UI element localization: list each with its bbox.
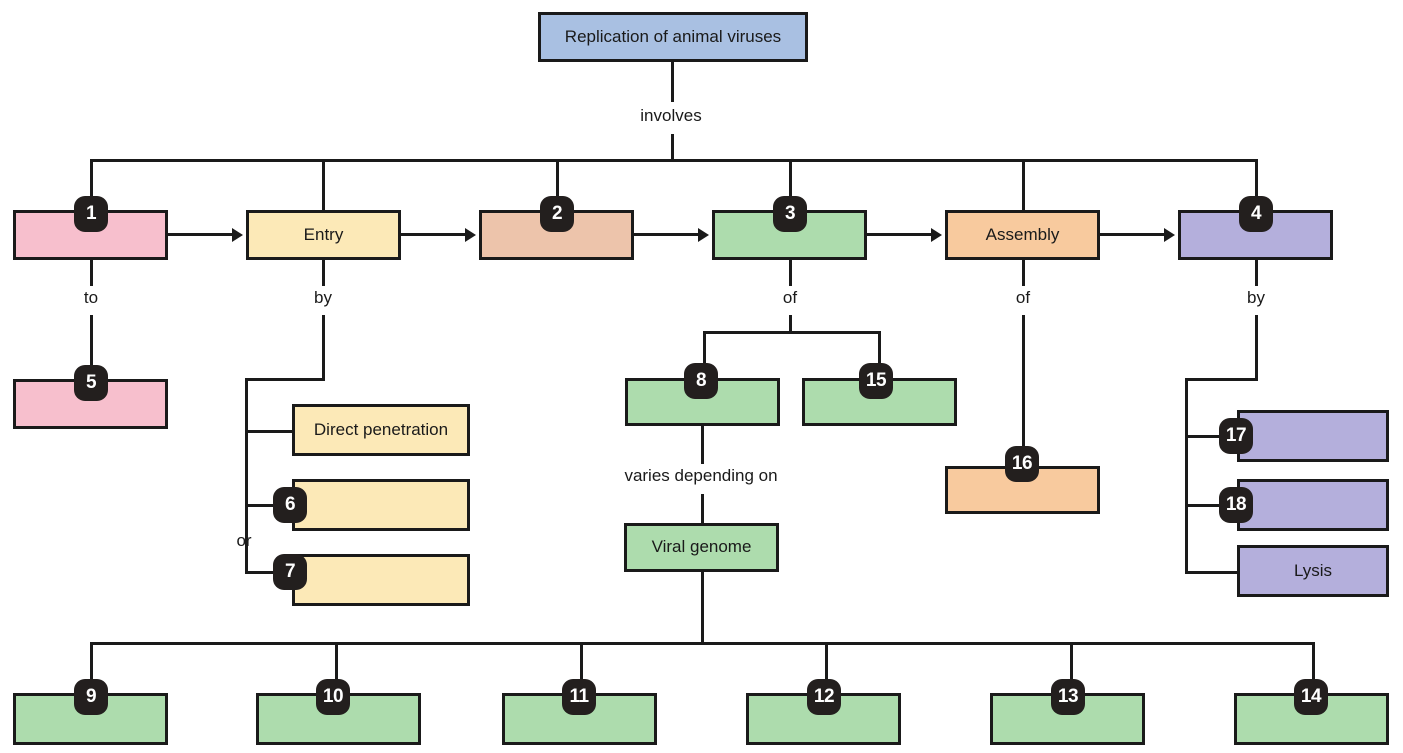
connector-drop-genome-12 xyxy=(825,642,828,695)
connector-drop-stage-4 xyxy=(789,159,792,212)
arrow-head-2-3 xyxy=(465,228,476,242)
viral-genome-box-label: Viral genome xyxy=(651,537,752,557)
badge-16[interactable]: 16 xyxy=(1005,446,1039,482)
stage-box-entry[interactable]: Entry xyxy=(246,210,401,260)
connector-release-methods-top xyxy=(1185,378,1258,381)
label-varies-depending-on: varies depending on xyxy=(624,466,778,485)
title-box-label: Replication of animal viruses xyxy=(564,26,782,46)
connector-of-stage3-down xyxy=(789,315,792,333)
connector-release-methods-spine xyxy=(1185,378,1188,574)
title-box[interactable]: Replication of animal viruses xyxy=(538,12,808,62)
entry-method-direct-penetration[interactable]: Direct penetration xyxy=(292,404,470,456)
arrow-line-5-6 xyxy=(1100,233,1166,236)
label-of-assembly: of xyxy=(1015,288,1031,307)
connector-entry-methods-spine xyxy=(245,378,248,574)
connector-involves-stem xyxy=(671,134,674,161)
entry-method-box-6[interactable] xyxy=(292,479,470,531)
arrow-head-4-5 xyxy=(931,228,942,242)
connector-genome-bus xyxy=(90,642,1315,645)
badge-2[interactable]: 2 xyxy=(540,196,574,232)
badge-17[interactable]: 17 xyxy=(1219,418,1253,454)
stage-box-entry-label: Entry xyxy=(303,224,344,244)
connector-spur-release-lysis xyxy=(1185,571,1240,574)
arrow-head-3-4 xyxy=(698,228,709,242)
connector-by-entry-down xyxy=(322,315,325,381)
label-by-entry: by xyxy=(314,288,332,307)
connector-release-down xyxy=(1255,260,1258,286)
arrow-line-2-3 xyxy=(401,233,467,236)
release-method-box-lysis-label: Lysis xyxy=(1293,560,1333,580)
label-to: to xyxy=(83,288,99,307)
arrow-line-3-4 xyxy=(634,233,700,236)
badge-18[interactable]: 18 xyxy=(1219,487,1253,523)
connector-drop-stage-6 xyxy=(1255,159,1258,212)
connector-drop-genome-13 xyxy=(1070,642,1073,695)
badge-9[interactable]: 9 xyxy=(74,679,108,715)
label-or: or xyxy=(236,531,252,550)
connector-drop-stage-1 xyxy=(90,159,93,212)
connector-synthesis-bus xyxy=(703,331,881,334)
connector-by-release-down xyxy=(1255,315,1258,381)
badge-13[interactable]: 13 xyxy=(1051,679,1085,715)
badge-15[interactable]: 15 xyxy=(859,363,893,399)
badge-3[interactable]: 3 xyxy=(773,196,807,232)
viral-genome-box[interactable]: Viral genome xyxy=(624,523,779,572)
release-method-box-lysis[interactable]: Lysis xyxy=(1237,545,1389,597)
connector-title-stem xyxy=(671,62,674,102)
label-of-stage3: of xyxy=(782,288,798,307)
connector-entry-down xyxy=(322,260,325,286)
connector-spur-release-17 xyxy=(1185,435,1240,438)
arrow-line-1-2 xyxy=(168,233,234,236)
badge-10[interactable]: 10 xyxy=(316,679,350,715)
connector-drop-stage-3 xyxy=(556,159,559,212)
connector-drop-genome-10 xyxy=(335,642,338,695)
badge-4[interactable]: 4 xyxy=(1239,196,1273,232)
connector-spur-direct-penetration xyxy=(245,430,293,433)
release-method-box-17[interactable] xyxy=(1237,410,1389,462)
badge-11[interactable]: 11 xyxy=(562,679,596,715)
connector-spur-release-18 xyxy=(1185,504,1240,507)
connector-entry-methods-top xyxy=(245,378,325,381)
connector-of-assembly-down xyxy=(1022,315,1025,467)
connector-box8-down xyxy=(701,426,704,464)
release-method-box-18[interactable] xyxy=(1237,479,1389,531)
badge-14[interactable]: 14 xyxy=(1294,679,1328,715)
badge-12[interactable]: 12 xyxy=(807,679,841,715)
badge-8[interactable]: 8 xyxy=(684,363,718,399)
connector-drop-stage-5 xyxy=(1022,159,1025,212)
connector-stage3-down xyxy=(789,260,792,286)
connector-drop-genome-9 xyxy=(90,642,93,695)
connector-drop-genome-11 xyxy=(580,642,583,695)
connector-main-bus xyxy=(90,159,1258,162)
connector-drop-genome-14 xyxy=(1312,642,1315,695)
stage-box-assembly[interactable]: Assembly xyxy=(945,210,1100,260)
connector-stage1-down xyxy=(90,260,93,286)
connector-drop-stage-2 xyxy=(322,159,325,212)
connector-spur-method-6 xyxy=(245,504,293,507)
connector-viral-genome-down xyxy=(701,572,704,644)
badge-1[interactable]: 1 xyxy=(74,196,108,232)
entry-method-box-7[interactable] xyxy=(292,554,470,606)
connector-varies-down xyxy=(701,494,704,524)
arrow-head-5-6 xyxy=(1164,228,1175,242)
arrow-line-4-5 xyxy=(867,233,933,236)
badge-7[interactable]: 7 xyxy=(273,554,307,590)
entry-method-direct-penetration-label: Direct penetration xyxy=(313,419,449,439)
stage-box-assembly-label: Assembly xyxy=(985,224,1060,244)
badge-5[interactable]: 5 xyxy=(74,365,108,401)
connector-to-down xyxy=(90,315,93,381)
connector-spur-method-7 xyxy=(245,571,293,574)
badge-6[interactable]: 6 xyxy=(273,487,307,523)
arrow-head-1-2 xyxy=(232,228,243,242)
connector-drop-box-8 xyxy=(703,331,706,379)
connector-drop-box-15 xyxy=(878,331,881,379)
connector-assembly-down xyxy=(1022,260,1025,286)
label-by-release: by xyxy=(1247,288,1265,307)
label-involves: involves xyxy=(640,106,702,125)
